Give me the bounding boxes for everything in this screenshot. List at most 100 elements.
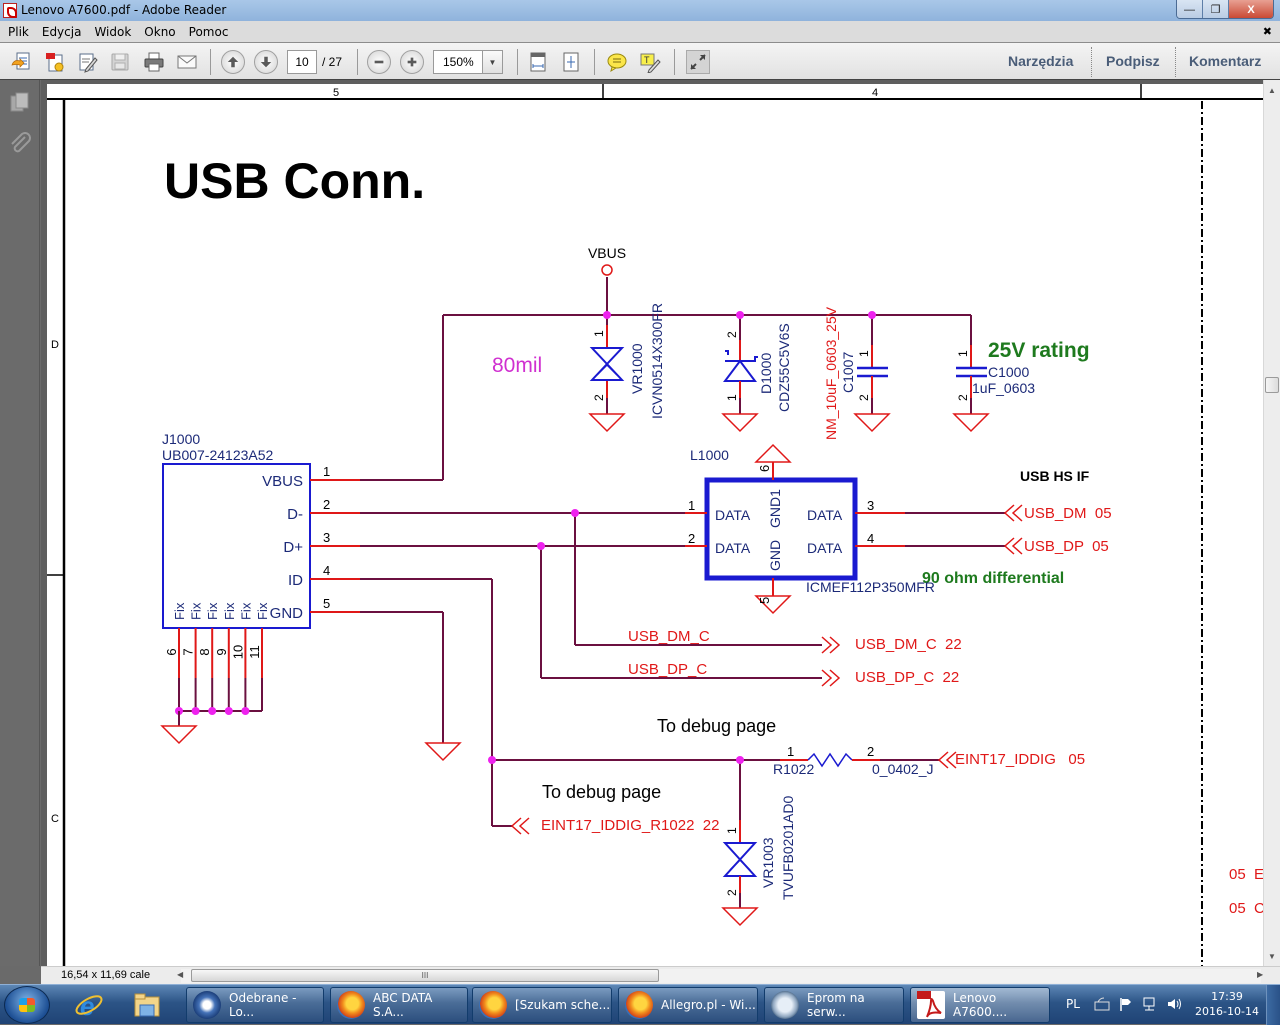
junction-dot xyxy=(208,707,217,715)
taskbar-item[interactable]: Allegro.pl - Wi... xyxy=(618,987,758,1023)
print-button[interactable] xyxy=(142,50,166,74)
menu-okno[interactable]: Okno xyxy=(144,24,176,39)
toolbar: 10 / 27 150% ▼ T Narzędzia Podpisz Komen… xyxy=(0,42,1280,80)
grid-row-label: C xyxy=(51,813,59,825)
next-page-button[interactable] xyxy=(254,50,278,74)
menu-pomoc[interactable]: Pomoc xyxy=(188,24,229,39)
taskbar-item[interactable]: [Szukam sche... xyxy=(472,987,612,1023)
zoom-out-button[interactable] xyxy=(367,50,391,74)
language-indicator[interactable]: PL xyxy=(1066,997,1080,1011)
zoom-level-select[interactable]: 150% ▼ xyxy=(433,50,503,74)
l1000-pin-label: DATA xyxy=(715,540,751,556)
c1000-capacitor xyxy=(953,330,989,432)
edit-pdf-button[interactable] xyxy=(76,50,100,74)
comment-link[interactable]: Komentarz xyxy=(1189,53,1262,69)
keyboard-icon[interactable] xyxy=(1094,996,1110,1012)
net-usb-dp-c-wire: USB_DP_C xyxy=(628,661,707,678)
pin-number: 1 xyxy=(725,394,739,401)
start-button[interactable] xyxy=(4,986,50,1024)
save-button[interactable] xyxy=(108,50,132,74)
taskbar-item[interactable]: Odebrane - Lo... xyxy=(186,987,324,1023)
vbus-label: VBUS xyxy=(588,245,626,261)
d1000-part: CDZ55C5V6S xyxy=(776,323,792,412)
sticky-note-button[interactable] xyxy=(605,50,629,74)
taskbar-item-label: Eprom na serw... xyxy=(807,991,865,1019)
junction-dot xyxy=(736,311,744,319)
clock[interactable]: 17:39 2016-10-14 xyxy=(1192,989,1262,1019)
debug-note: To debug page xyxy=(657,716,776,736)
minus-icon xyxy=(374,60,384,64)
show-desktop-button[interactable] xyxy=(1266,985,1280,1025)
toolbar-separator xyxy=(357,49,358,75)
page-number-input[interactable]: 10 xyxy=(287,50,317,74)
taskbar-item[interactable]: ABC DATA S.A... xyxy=(330,987,468,1023)
scroll-down-arrow-icon[interactable]: ▼ xyxy=(1268,952,1276,961)
c1000-ref: C1000 xyxy=(988,364,1029,380)
attachments-button[interactable] xyxy=(8,132,32,156)
create-pdf-icon xyxy=(46,53,64,72)
junction-dot xyxy=(224,707,233,715)
restore-button[interactable]: ❐ xyxy=(1203,0,1229,18)
full-screen-button[interactable] xyxy=(686,50,710,74)
junction-dot xyxy=(488,756,496,764)
folder-icon xyxy=(134,993,160,1017)
l1000-body xyxy=(704,477,858,581)
svg-text:e: e xyxy=(80,991,94,1020)
arrow-up-icon xyxy=(227,56,239,68)
vbus-rail xyxy=(360,277,972,481)
pin-number: 1 xyxy=(592,330,606,337)
minimize-button[interactable]: — xyxy=(1177,0,1203,18)
vbus-port xyxy=(601,264,613,276)
volume-icon[interactable] xyxy=(1166,996,1182,1012)
internet-explorer-icon: e xyxy=(75,991,103,1020)
print-icon xyxy=(144,52,164,72)
rating-note: 25V rating xyxy=(988,339,1090,362)
create-pdf-button[interactable] xyxy=(43,50,67,74)
action-center-flag-icon[interactable] xyxy=(1118,996,1134,1012)
explorer-pin[interactable] xyxy=(124,987,170,1023)
menu-plik[interactable]: Plik xyxy=(8,24,29,39)
taskbar-item-active[interactable]: Lenovo A7600.... xyxy=(910,987,1050,1023)
net-edge-label: 05 C xyxy=(1229,900,1263,917)
junction-dot xyxy=(191,707,200,715)
page-thumbnails-button[interactable] xyxy=(8,90,32,114)
pin-number: 1 xyxy=(323,464,330,479)
sign-link[interactable]: Podpisz xyxy=(1106,53,1160,69)
scroll-right-arrow-icon[interactable]: ▶ xyxy=(1257,970,1264,979)
pdf-icon xyxy=(917,991,945,1019)
junction-dot xyxy=(603,311,611,319)
scroll-left-arrow-icon[interactable]: ◀ xyxy=(177,970,184,979)
vertical-scrollbar[interactable]: ▲ ▼ xyxy=(1263,80,1280,966)
vr1000-part: ICVN0514X300FR xyxy=(649,303,665,419)
vertical-scroll-thumb[interactable] xyxy=(1265,377,1279,393)
horizontal-scrollbar[interactable]: ◀ III ▶ xyxy=(177,969,1264,983)
previous-page-button[interactable] xyxy=(221,50,245,74)
l1000-pin-label: GND1 xyxy=(767,489,783,528)
menu-edycja[interactable]: Edycja xyxy=(41,24,82,39)
j1000-pin-name: ID xyxy=(288,572,303,589)
highlight-text-button[interactable]: T xyxy=(638,50,662,74)
email-button[interactable] xyxy=(175,50,199,74)
fit-width-button[interactable] xyxy=(526,50,550,74)
status-bar: 16,54 x 11,69 cale ◀ III ▶ xyxy=(41,966,1280,984)
chevron-down-icon[interactable]: ▼ xyxy=(482,51,502,73)
menu-widok[interactable]: Widok xyxy=(94,24,132,39)
zoom-in-button[interactable] xyxy=(400,50,424,74)
junction-dot xyxy=(571,509,579,517)
toolbar-separator xyxy=(594,49,595,75)
fit-page-button[interactable] xyxy=(559,50,583,74)
network-icon[interactable] xyxy=(1142,996,1158,1012)
pin-number: 2 xyxy=(857,394,871,401)
close-button[interactable]: X xyxy=(1229,0,1273,18)
document-viewport[interactable]: 5 4 D C USB Conn. 80mil 25V rating 90 oh… xyxy=(41,80,1263,966)
tools-link[interactable]: Narzędzia xyxy=(1008,53,1074,69)
clock-time: 17:39 xyxy=(1211,990,1243,1003)
scroll-up-arrow-icon[interactable]: ▲ xyxy=(1268,86,1276,95)
paperclip-icon xyxy=(11,132,31,153)
horizontal-scroll-thumb[interactable]: III xyxy=(191,969,659,982)
internet-explorer-pin[interactable]: e xyxy=(66,987,112,1023)
close-document-icon[interactable]: ✖ xyxy=(1262,25,1272,38)
open-file-button[interactable] xyxy=(9,50,33,74)
taskbar-item[interactable]: Eprom na serw... xyxy=(764,987,904,1023)
grid-row-label: D xyxy=(51,339,59,351)
